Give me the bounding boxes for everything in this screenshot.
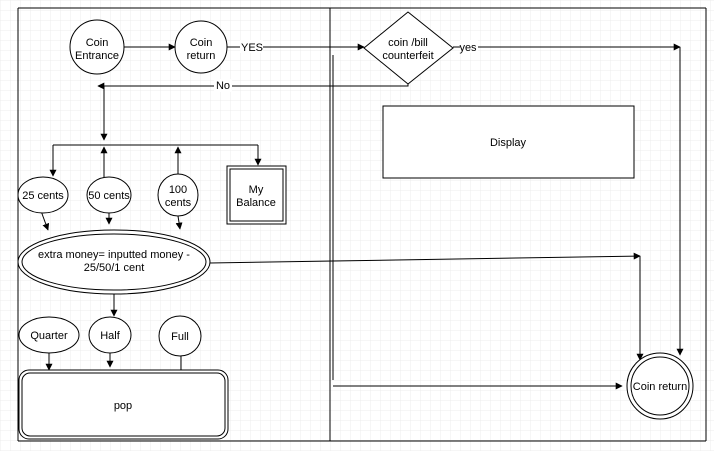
node-label: Entrance [75, 50, 119, 62]
node-display: Display [382, 105, 635, 179]
node-pop: pop [18, 369, 229, 440]
node-my-balance: My Balance [226, 165, 287, 225]
node-label: counterfeit [382, 50, 433, 62]
node-label: 50 cents [88, 190, 130, 202]
node-label: Quarter [30, 330, 68, 342]
node-coin-return-top: Coin return [174, 20, 228, 74]
node-label: Coin [86, 37, 109, 49]
node-label: 25 cents [22, 190, 64, 202]
edge-25-to-extra [40, 210, 50, 231]
node-label: Half [100, 330, 121, 342]
edge-label-yes-lower: yes [459, 42, 477, 54]
edge-check-no-a [231, 84, 409, 87]
edge-label-bg [460, 40, 478, 53]
node-label: My [249, 184, 264, 196]
edge-100-to-extra [175, 215, 183, 230]
diagram-frame [17, 7, 707, 442]
edge-label-bg [214, 79, 232, 92]
node-label: return [187, 50, 216, 62]
edge-extra-to-right [209, 252, 641, 264]
node-label: Display [490, 137, 527, 149]
node-25-cents: 25 cents [17, 176, 69, 214]
node-label: coin /bill [388, 37, 428, 49]
node-label: Coin return [633, 381, 687, 393]
node-quarter: Quarter [18, 316, 80, 354]
node-label: 25/50/1 cent [84, 262, 145, 274]
node-label: Full [171, 331, 189, 343]
node-label: extra money= inputted money - [38, 249, 190, 261]
edge-label-no: No [216, 80, 230, 92]
node-coin-return-final: Coin return [626, 352, 694, 420]
edge-label-yes-upper: YES [241, 42, 263, 54]
node-label: cents [165, 197, 192, 209]
node-counterfeit-decision: coin /bill counterfeit [363, 11, 454, 85]
node-label: 100 [169, 184, 187, 196]
node-coin-entrance: Coin Entrance [69, 19, 125, 75]
node-100-cents: 100 cents [157, 173, 199, 217]
edge-label-bg [240, 40, 263, 53]
node-label: Coin [190, 37, 213, 49]
node-half: Half [88, 316, 132, 354]
node-label: Balance [236, 197, 276, 209]
node-extra-money: extra money= inputted money - 25/50/1 ce… [17, 229, 211, 295]
node-full: Full [158, 315, 202, 357]
node-50-cents: 50 cents [86, 176, 132, 214]
node-label: pop [114, 400, 132, 412]
